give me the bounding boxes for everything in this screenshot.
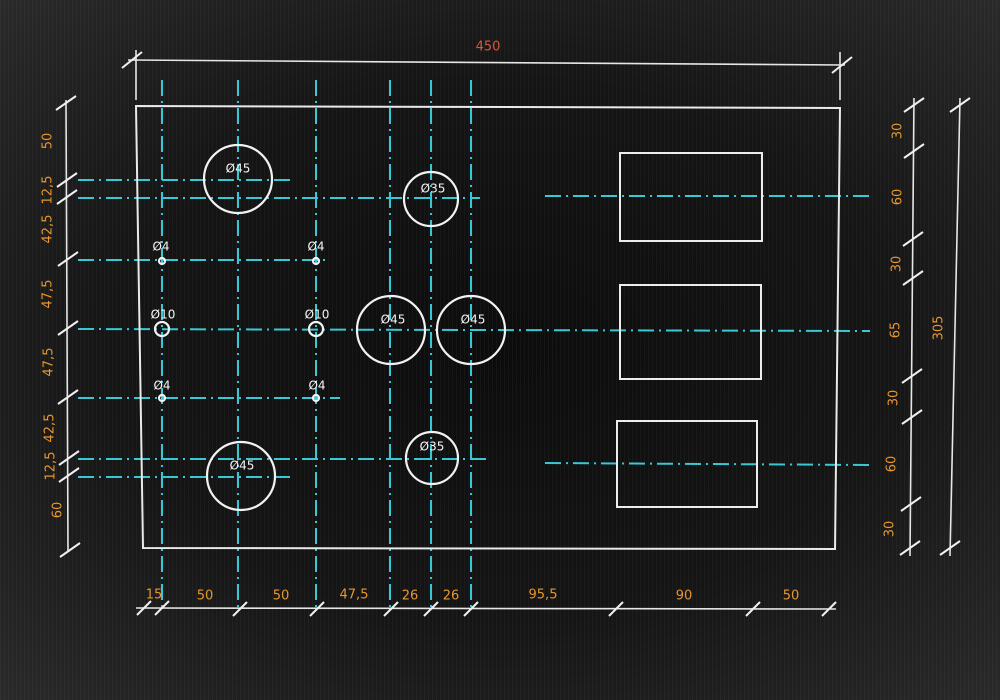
hole-label: Ø35 [420, 440, 445, 454]
dim-left-5: 47,5 [42, 348, 57, 377]
dim-bottom-1: 15 [146, 588, 163, 603]
hole-labels: Ø45 Ø35 Ø4 Ø4 Ø10 Ø10 Ø45 Ø45 Ø4 Ø4 Ø45 … [151, 162, 486, 473]
hole-d45-mid-left [355, 294, 427, 366]
dim-right-7: 30 [883, 521, 898, 538]
dim-right-4: 65 [889, 322, 904, 339]
dim-bottom-7: 95,5 [529, 588, 558, 603]
dim-bottom-3: 50 [273, 589, 290, 604]
hole-d35-top [402, 170, 460, 228]
dim-left-4: 47,5 [41, 280, 56, 309]
hole-d10-left [153, 320, 171, 338]
dim-left-7: 12,5 [44, 452, 59, 481]
dimension-left: 50 12,5 42,5 47,5 47,5 42,5 12,5 60 [41, 95, 81, 558]
dimension-overall-width: 450 [476, 40, 501, 55]
dim-left-6: 42,5 [43, 414, 58, 443]
hole-label: Ø35 [421, 182, 446, 196]
dim-bottom-6: 26 [443, 589, 460, 604]
centerline-h5 [77, 328, 871, 332]
hole-label: Ø4 [152, 240, 169, 254]
slot-bottom [616, 420, 758, 508]
hole-d35-bottom [404, 430, 460, 486]
dimension-overall-height: 305 [932, 316, 947, 341]
dim-bottom-9: 50 [783, 589, 800, 604]
dim-bottom-2: 50 [197, 589, 214, 604]
centerlines [77, 80, 871, 610]
hole-label: Ø10 [151, 308, 176, 322]
hole-label: Ø45 [230, 459, 255, 473]
hole-label: Ø10 [305, 308, 330, 322]
dim-right-1: 30 [891, 123, 906, 140]
hole-label: Ø4 [307, 240, 324, 254]
slot-middle [619, 284, 762, 380]
dim-left-2: 12,5 [41, 176, 56, 205]
dimension-bottom: 15 50 50 47,5 26 26 95,5 90 50 [135, 588, 837, 617]
dim-left-1: 50 [41, 133, 56, 150]
dim-left-8: 60 [51, 502, 66, 519]
dimension-right: 30 60 30 65 30 60 30 305 [883, 97, 971, 557]
dim-right-3: 30 [890, 256, 905, 273]
holes [153, 143, 507, 512]
hole-d4-b [311, 256, 321, 266]
plate-outline [134, 104, 842, 551]
hole-d45-top-left [202, 143, 274, 215]
hole-label: Ø45 [461, 313, 486, 327]
hole-d4-c [157, 393, 167, 403]
hole-d4-d [311, 393, 321, 403]
hole-d4-a [157, 256, 167, 266]
dim-bottom-8: 90 [676, 589, 693, 604]
hole-label: Ø45 [381, 313, 406, 327]
centerline-h9 [544, 462, 871, 466]
hole-d45-bottom-left [205, 440, 277, 512]
dim-bottom-5: 26 [402, 589, 419, 604]
hole-d10-right [307, 320, 325, 338]
dim-left-3: 42,5 [41, 215, 56, 244]
hole-label: Ø45 [226, 162, 251, 176]
hole-label: Ø4 [308, 379, 325, 393]
dim-right-5: 30 [887, 390, 902, 407]
hole-label: Ø4 [153, 379, 170, 393]
dim-bottom-4: 47,5 [340, 588, 369, 603]
hole-d45-mid-right [435, 294, 507, 366]
dimension-top: 450 [121, 40, 853, 100]
dim-right-6: 60 [885, 456, 900, 473]
slot-top [619, 152, 763, 242]
dim-right-2: 60 [891, 189, 906, 206]
